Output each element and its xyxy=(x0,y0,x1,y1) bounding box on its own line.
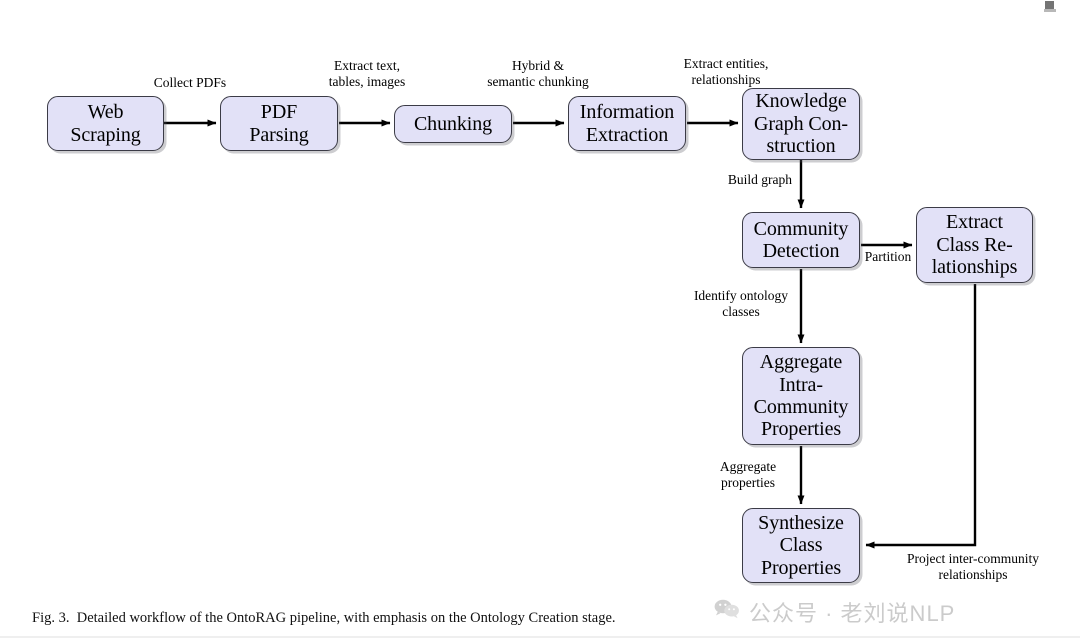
node-community-detection[interactable]: Community Detection xyxy=(742,212,860,268)
node-information-extraction[interactable]: Information Extraction xyxy=(568,96,686,151)
edge-label-project-inter-community-relationships: Project inter-community relationships xyxy=(906,551,1040,582)
watermark-text: 公众号 · 老刘说NLP xyxy=(749,601,956,626)
edge-extract-class-relationships-to-synthesize xyxy=(865,284,977,549)
wechat-icon xyxy=(714,599,740,625)
corner-artifact-mark-secondary xyxy=(1044,9,1056,12)
figure-caption: Fig. 3. Detailed workflow of the OntoRAG… xyxy=(32,610,616,626)
watermark: 公众号 · 老刘说NLP xyxy=(714,596,955,628)
edge-label-partition: Partition xyxy=(864,249,912,264)
edge-label-hybrid-semantic-chunking: Hybrid & semantic chunking xyxy=(487,58,589,89)
corner-artifact-mark xyxy=(1045,1,1054,9)
node-synthesize-class-properties[interactable]: Synthesize Class Properties xyxy=(742,508,860,583)
edge-label-extract-entities-relationships: Extract entities, relationships xyxy=(683,56,769,87)
node-chunking[interactable]: Chunking xyxy=(394,105,512,143)
bottom-page-rule xyxy=(0,636,1080,638)
edge-label-aggregate-properties: Aggregate properties xyxy=(719,459,777,490)
edge-label-identify-ontology-classes: Identify ontology classes xyxy=(693,288,789,319)
edge-label-collect-pdfs: Collect PDFs xyxy=(153,75,227,90)
node-pdf-parsing[interactable]: PDF Parsing xyxy=(220,96,338,151)
edge-label-extract-text-tables-images: Extract text, tables, images xyxy=(328,58,406,89)
node-web-scraping[interactable]: Web Scraping xyxy=(47,96,164,151)
edge-label-build-graph: Build graph xyxy=(727,172,792,187)
node-extract-class-relationships[interactable]: Extract Class Re- lationships xyxy=(916,207,1033,283)
node-knowledge-graph-construction[interactable]: Knowledge Graph Con- struction xyxy=(742,88,860,160)
node-aggregate-intra-community-properties[interactable]: Aggregate Intra- Community Properties xyxy=(742,347,860,445)
